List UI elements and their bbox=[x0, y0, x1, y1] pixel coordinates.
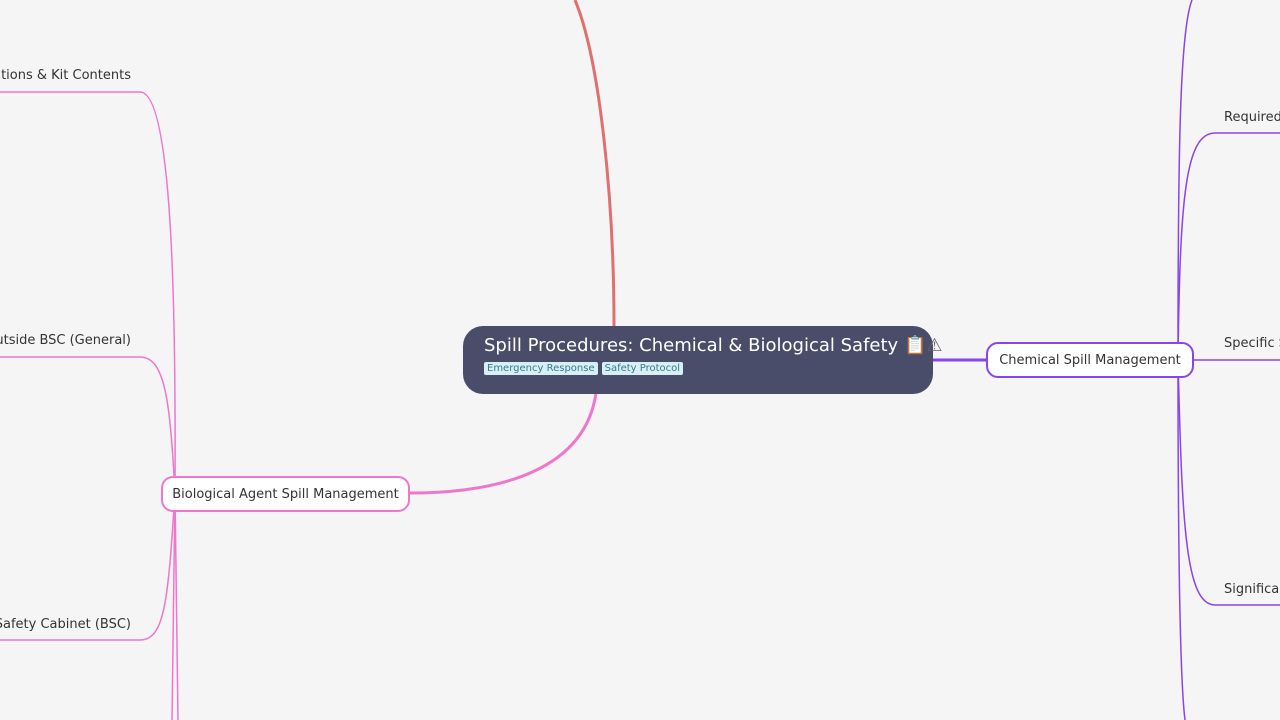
chem-line-required bbox=[1177, 132, 1280, 361]
bio-child-kit[interactable]: autions & Kit Contents bbox=[0, 68, 131, 83]
bio-child-bsc[interactable]: l Safety Cabinet (BSC) bbox=[0, 617, 131, 632]
biological-spill-label: Biological Agent Spill Management bbox=[172, 486, 399, 502]
bio-line-bsc bbox=[0, 492, 176, 641]
chem-child-specific[interactable]: Specific S bbox=[1224, 336, 1280, 351]
tag-safety-protocol[interactable]: Safety Protocol bbox=[601, 362, 684, 375]
bio-line-outside bbox=[0, 356, 176, 494]
bio-line-bottom1 bbox=[171, 492, 176, 720]
bio-line-bottom2 bbox=[174, 492, 179, 720]
chem-child-required[interactable]: Required bbox=[1224, 110, 1280, 125]
top-branch-line bbox=[573, 0, 616, 327]
chem-line-bottom bbox=[1177, 359, 1186, 720]
clipboard-icon: 📋 bbox=[903, 335, 927, 356]
bio-branch-line bbox=[409, 392, 598, 495]
chemical-spill-label: Chemical Spill Management bbox=[999, 352, 1181, 368]
root-title: Spill Procedures: Chemical & Biological … bbox=[484, 335, 943, 356]
chem-line-top bbox=[1177, 0, 1193, 361]
bio-child-outside-bsc[interactable]: Outside BSC (General) bbox=[0, 333, 131, 348]
chem-line-significant bbox=[1177, 359, 1280, 606]
chem-child-significant[interactable]: Significar bbox=[1224, 582, 1280, 597]
biological-spill-node[interactable]: Biological Agent Spill Management bbox=[161, 476, 410, 512]
bio-line-kit bbox=[0, 91, 176, 494]
tag-emergency-response[interactable]: Emergency Response bbox=[484, 362, 598, 375]
root-node[interactable]: Spill Procedures: Chemical & Biological … bbox=[463, 326, 943, 394]
warning-icon: ⚠ bbox=[926, 335, 943, 356]
chemical-spill-node[interactable]: Chemical Spill Management bbox=[986, 342, 1194, 378]
